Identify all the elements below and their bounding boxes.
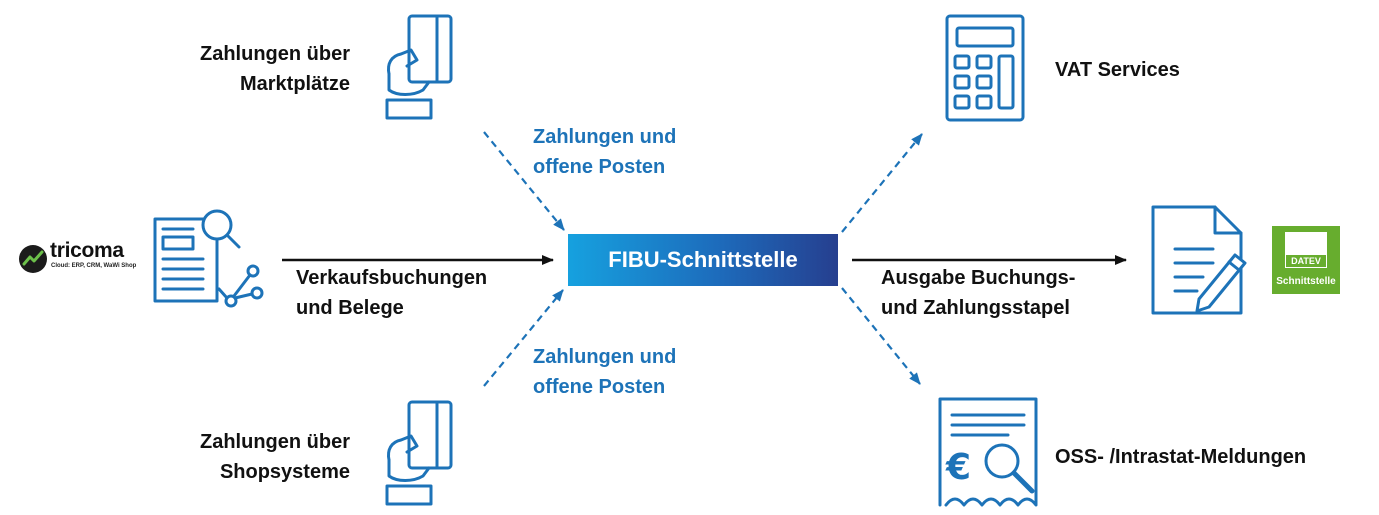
label-zahlungen-shopsysteme-line2: Shopsysteme [219, 461, 350, 483]
document-analysis-icon [153, 209, 264, 308]
arrow-vat [841, 133, 923, 233]
tricoma-name: tricoma [50, 239, 124, 262]
label-zahlungen-marktplaetze: Zahlungen über Marktplätze [160, 39, 350, 99]
label-zahlungen-shopsysteme: Zahlungen über Shopsysteme [160, 427, 350, 487]
fibu-schnittstelle-box: FIBU-Schnittstelle [568, 234, 838, 286]
label-oss-intrastat: OSS- /Intrastat-Meldungen [1055, 442, 1306, 472]
tricoma-mark-icon [19, 245, 47, 273]
label-verkaufsbuchungen-line2: und Belege [296, 297, 404, 319]
euro-receipt-icon: € [938, 397, 1038, 507]
arrow-zahlungen-bottom [483, 289, 564, 387]
label-oss-intrastat-text: OSS- /Intrastat-Meldungen [1055, 446, 1307, 468]
label-edge-top-line1: Zahlungen und [533, 126, 677, 148]
card-hand-icon-top [385, 14, 453, 120]
datev-brand: DATEV [1286, 255, 1326, 267]
label-zahlungen-shopsysteme-line1: Zahlungen über [200, 431, 350, 453]
arrow-zahlungen-top [483, 131, 565, 231]
document-pen-icon [1151, 205, 1247, 315]
label-edge-bottom-line2: offene Posten [533, 376, 666, 398]
arrow-oss [841, 287, 921, 385]
datev-label: Schnittstelle [1276, 276, 1336, 287]
label-verkaufsbuchungen: Verkaufsbuchungen und Belege [296, 263, 487, 323]
calculator-icon [945, 14, 1025, 122]
svg-text:€: € [945, 447, 971, 488]
label-ausgabe-stapel-line2: und Zahlungsstapel [881, 297, 1070, 319]
datev-schnittstelle-badge: DATEV Schnittstelle [1272, 226, 1340, 294]
label-zahlungen-marktplaetze-line1: Zahlungen über [200, 43, 350, 65]
label-edge-top: Zahlungen und offene Posten [533, 122, 676, 182]
card-hand-icon-bottom [385, 400, 453, 506]
tricoma-tagline: Cloud: ERP, CRM, WaWi Shop [51, 263, 137, 269]
label-edge-top-line2: offene Posten [533, 156, 666, 178]
label-edge-bottom-line1: Zahlungen und [533, 346, 677, 368]
fibu-schnittstelle-label: FIBU-Schnittstelle [608, 247, 798, 272]
label-verkaufsbuchungen-line1: Verkaufsbuchungen [296, 267, 488, 289]
label-vat-services-text: VAT Services [1055, 59, 1180, 81]
label-ausgabe-stapel: Ausgabe Buchungs- und Zahlungsstapel [881, 263, 1075, 323]
label-zahlungen-marktplaetze-line2: Marktplätze [239, 73, 350, 95]
label-ausgabe-stapel-line1: Ausgabe Buchungs- [881, 267, 1076, 289]
label-edge-bottom: Zahlungen und offene Posten [533, 342, 676, 402]
label-vat-services: VAT Services [1055, 55, 1180, 85]
